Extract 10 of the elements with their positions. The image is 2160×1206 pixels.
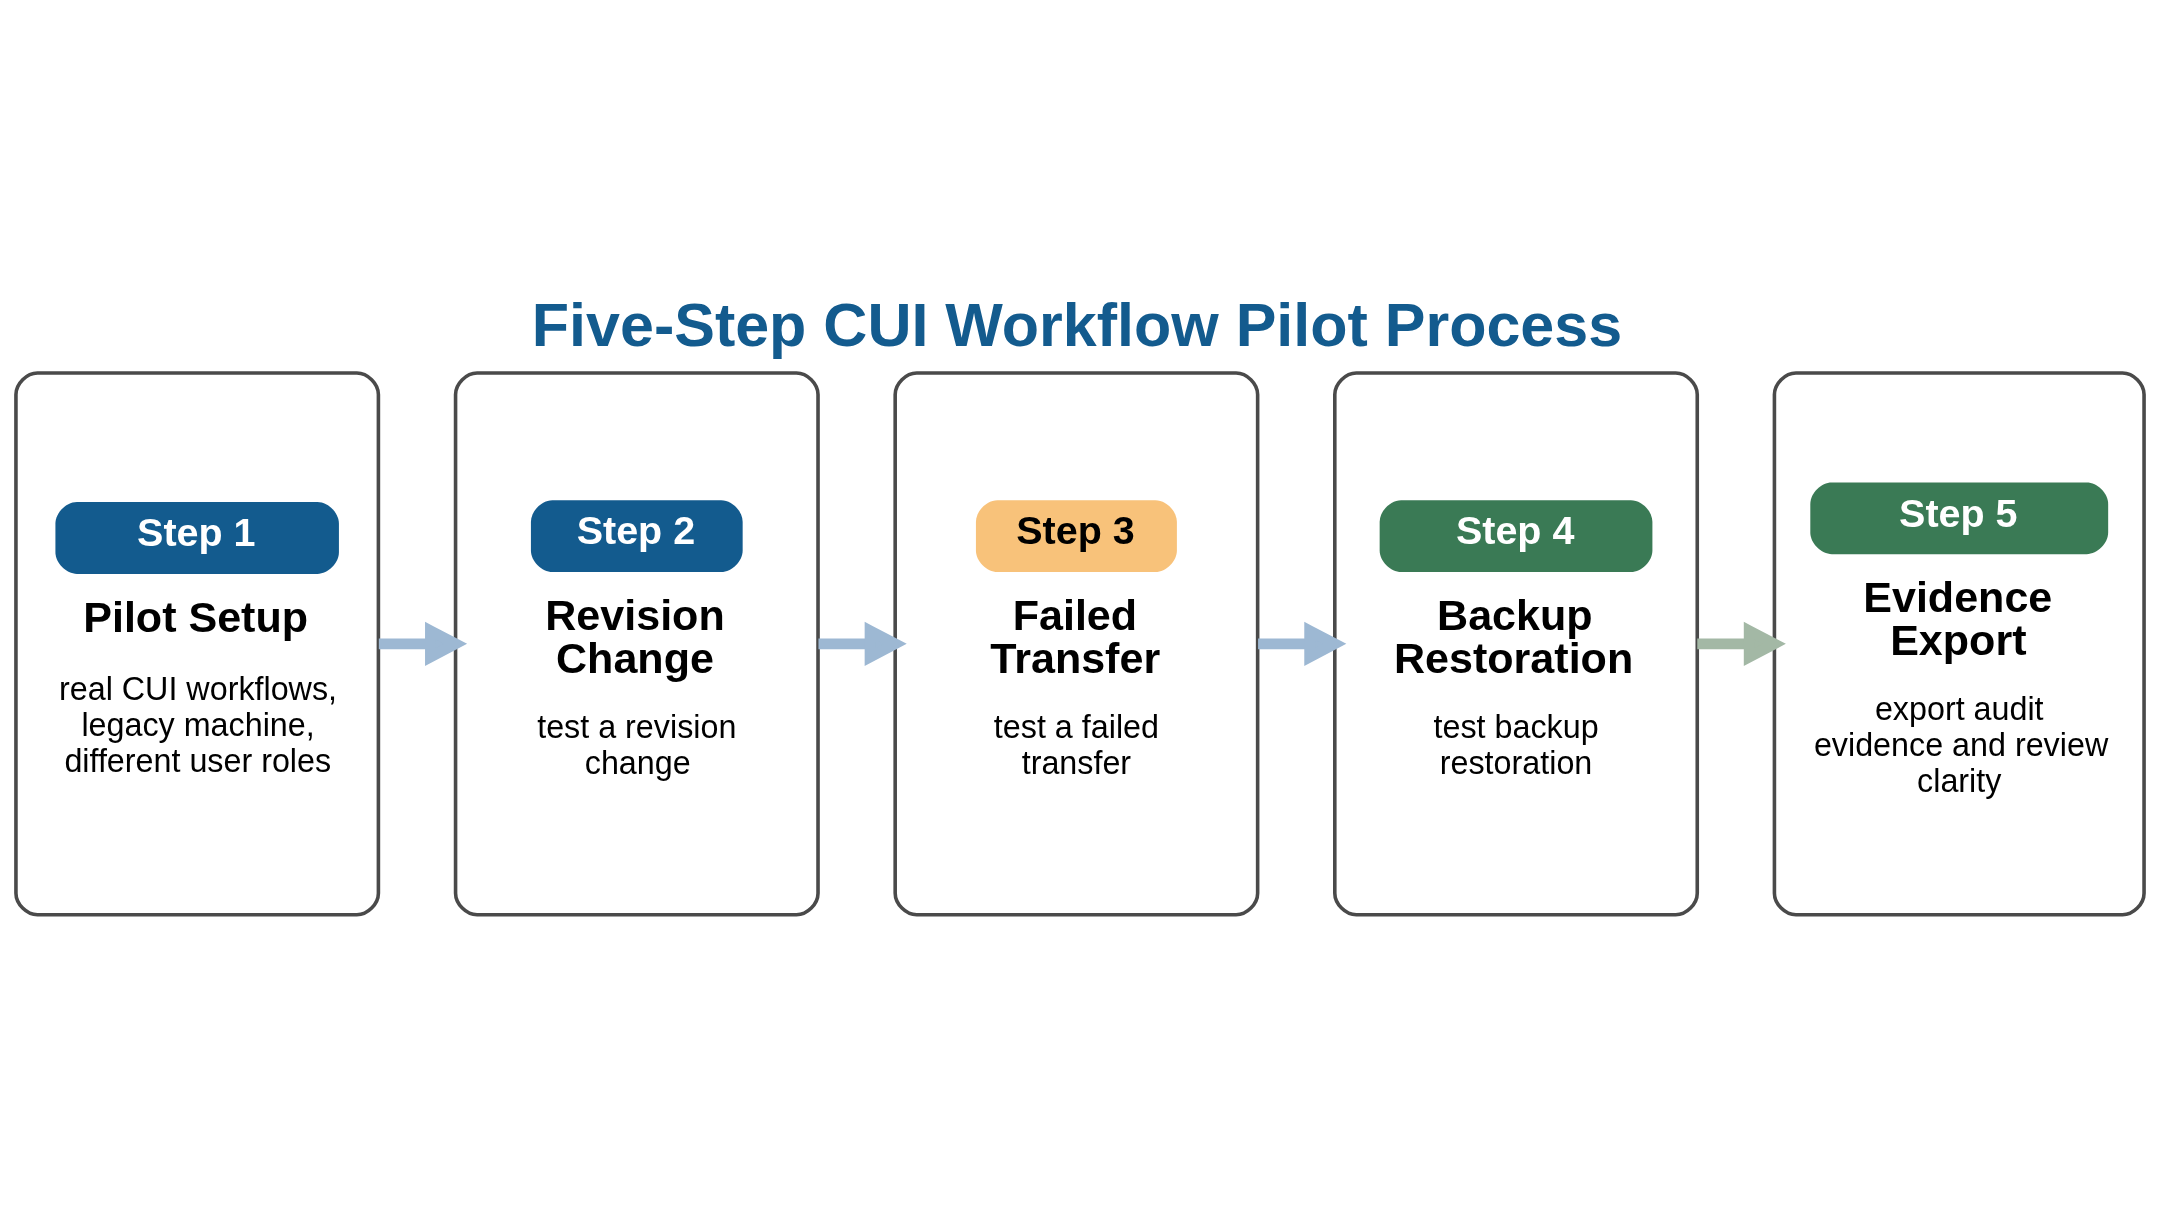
node-box: Step 2 Revision Change test a revision change (453, 370, 820, 917)
arrow (378, 621, 468, 666)
arrow (1258, 621, 1347, 666)
node-box: Step 4 Backup Restoration test backup restoration (1333, 370, 1700, 917)
node-box: Step 1 Pilot Setup real CUI workflows, legacy machine, different user roles (14, 370, 381, 917)
arrow (1697, 621, 1786, 666)
arrow (818, 621, 907, 666)
node-box: Step 5 Evidence Export export audit evidence and review clarity (1772, 370, 2146, 917)
diagram-title: Five-Step CUI Workflow Pilot Process (531, 290, 1623, 359)
node-box: Step 3 Failed Transfer test a failed transfer (893, 370, 1260, 917)
